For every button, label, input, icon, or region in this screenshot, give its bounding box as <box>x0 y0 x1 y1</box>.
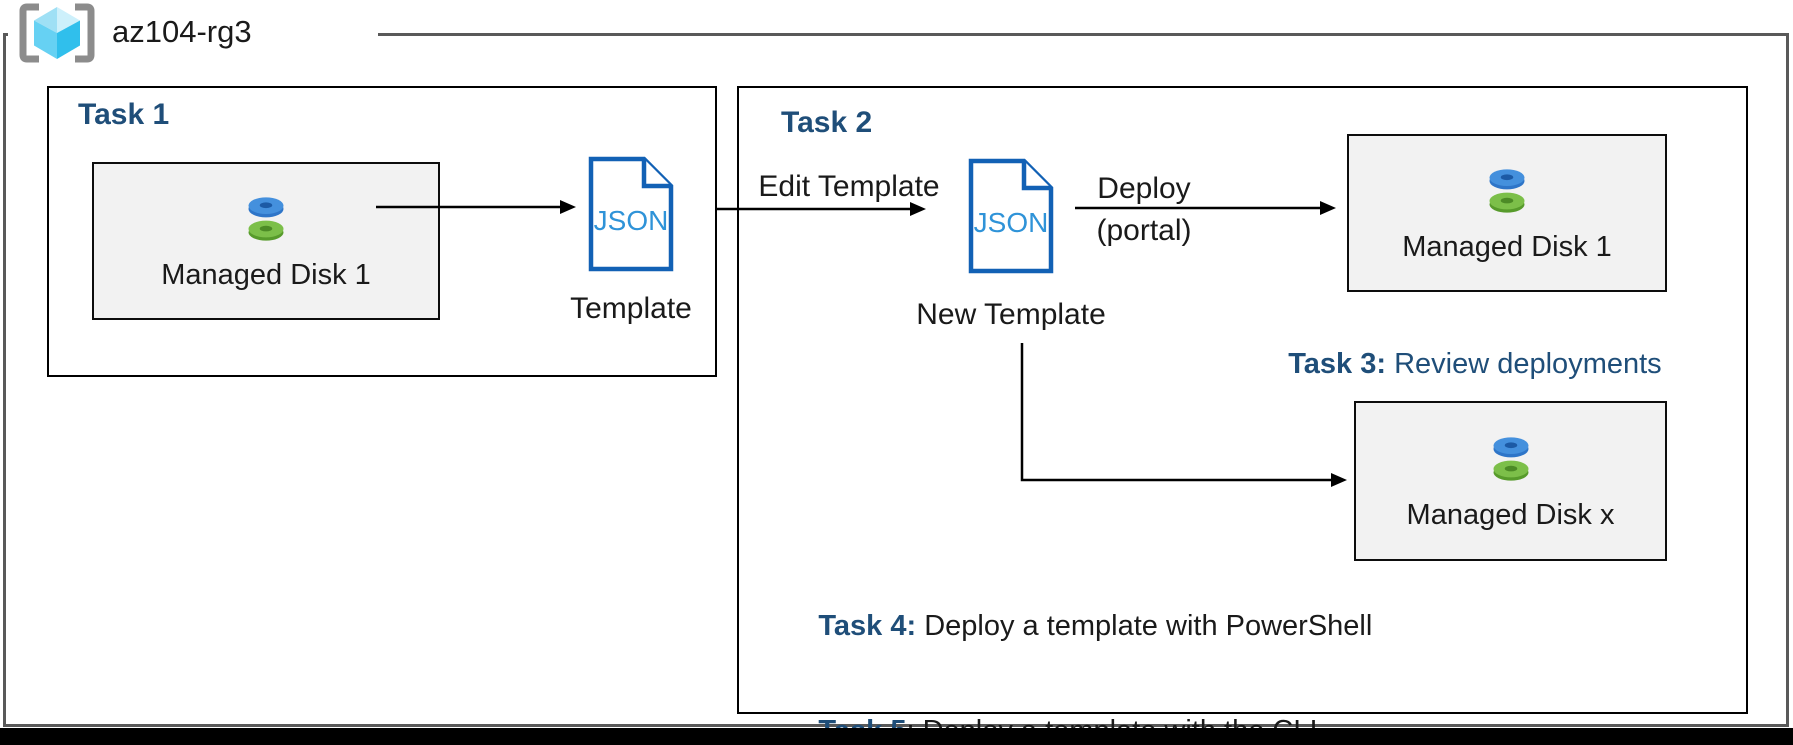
new-template-label: New Template <box>916 298 1106 331</box>
frame-label-gap <box>8 24 378 46</box>
task-list: Task 4: Deploy a template with PowerShel… <box>770 574 1410 745</box>
task3-prefix: Task 3: <box>1288 348 1387 380</box>
task4-line: Task 4: Deploy a template with PowerShel… <box>770 574 1410 679</box>
managed-disk-x-label: Managed Disk x <box>1406 499 1615 531</box>
managed-disk-1-result-label: Managed Disk 1 <box>1402 231 1612 263</box>
task2-title: Task 2 <box>781 106 873 139</box>
edit-template-arrow-label: Edit Template <box>758 170 940 203</box>
managed-disk-1-result-box: Managed Disk 1 <box>1347 134 1667 292</box>
json-badge: JSON <box>594 205 669 236</box>
deploy-portal-sublabel: (portal) <box>1096 214 1192 247</box>
template-label: Template <box>570 292 692 325</box>
managed-disk-icon <box>1482 163 1532 219</box>
managed-disk-icon <box>241 191 291 247</box>
managed-disk-x-box: Managed Disk x <box>1354 401 1667 561</box>
managed-disk-1-box: Managed Disk 1 <box>92 162 440 320</box>
deploy-arrow-label: Deploy <box>1097 172 1191 205</box>
managed-disk-icon <box>1486 431 1536 487</box>
bottom-bar <box>0 728 1793 745</box>
task1-title: Task 1 <box>78 98 170 131</box>
resource-group-frame <box>3 33 1789 727</box>
task4-prefix: Task 4: <box>818 610 917 642</box>
managed-disk-1-label: Managed Disk 1 <box>161 259 371 291</box>
json-file-icon: JSON <box>966 156 1056 276</box>
json-file-icon: JSON <box>586 154 676 274</box>
task3-text: Review deployments <box>1386 348 1662 380</box>
resource-group-icon <box>12 2 102 64</box>
json-badge: JSON <box>974 207 1049 238</box>
task4-text: Deploy a template with PowerShell <box>916 610 1373 642</box>
resource-group-name: az104-rg3 <box>112 14 252 49</box>
